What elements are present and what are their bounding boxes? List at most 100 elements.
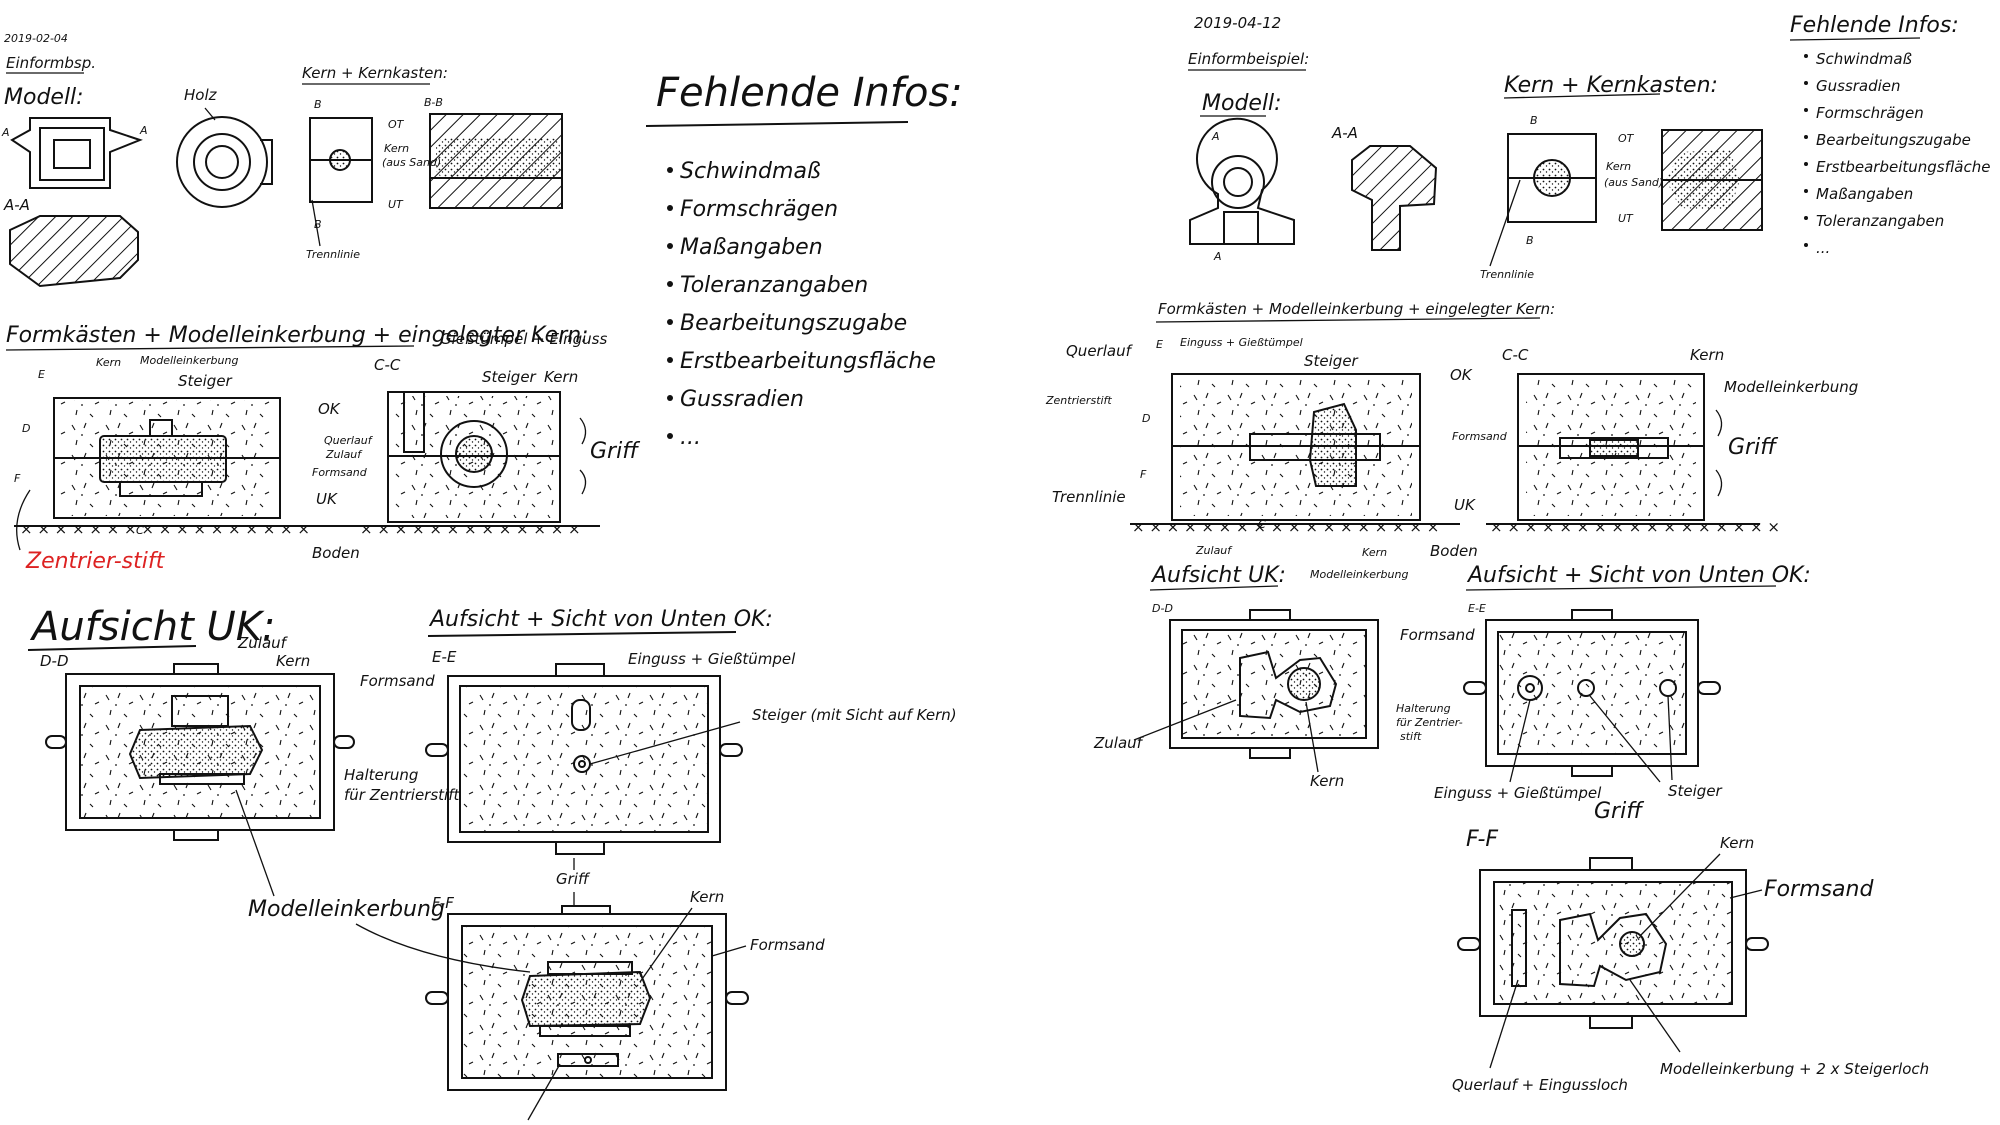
svg-text:B: B — [314, 98, 322, 111]
left-top-uk-modell: Modelleinkerbung — [248, 897, 445, 922]
right-top-uk-halterung2: für Zentrier- — [1396, 716, 1463, 729]
right-ff-kern: Kern — [1720, 834, 1754, 852]
left-flask-c: C — [136, 524, 144, 537]
bullet-icon — [667, 395, 673, 401]
left-top-ok-title: Aufsicht + Sicht von Unten OK: — [428, 607, 773, 632]
svg-text:A: A — [139, 124, 148, 137]
left-core-kern: Kern — [384, 142, 409, 155]
left-flask-ok: OK — [318, 400, 341, 418]
svg-text:A: A — [1211, 130, 1220, 143]
left-flask-zulauf: Zulauf — [325, 448, 363, 461]
right-top-ok: Aufsicht + Sicht von Unten OK: E-E Eingu… — [1434, 563, 1811, 824]
left-flask-steiger: Steiger — [178, 372, 233, 390]
right-core-title: Kern + Kernkasten: — [1504, 73, 1718, 98]
bullet-icon — [667, 243, 673, 249]
list-item: Maßangaben — [680, 235, 823, 260]
bullet-icon — [1804, 216, 1808, 220]
left-flask-querlauf: Querlauf — [324, 434, 374, 447]
right-section-cc: C-C — [1502, 346, 1529, 364]
right-core-kern: Kern — [1606, 160, 1631, 173]
left-flask-formsand: Formsand — [312, 466, 368, 479]
right-flask-uk: UK — [1454, 496, 1476, 514]
svg-text:B: B — [314, 218, 322, 231]
right-top-uk-kern: Kern — [1310, 772, 1344, 790]
left-wood-label: Holz — [184, 86, 218, 104]
bullet-icon — [667, 205, 673, 211]
bullet-icon — [667, 357, 673, 363]
right-core-box: Kern + Kernkasten: B B OT Kern (aus Sand… — [1480, 73, 1763, 281]
left-date: 2019-02-04 — [4, 32, 68, 45]
right-ff-formsand: Formsand — [1764, 877, 1874, 902]
left-top-uk-title: Aufsicht UK: — [29, 604, 275, 650]
right-flask-title: Formkästen + Modelleinkerbung + eingeleg… — [1158, 300, 1555, 318]
right-flask-kern: Kern — [1690, 346, 1724, 364]
bullet-icon — [667, 167, 673, 173]
left-model-drawing: A A Holz A-A — [1, 86, 273, 288]
left-flask-e: E — [38, 368, 45, 381]
left-top-uk-zulauf: Zulauf — [237, 634, 289, 652]
list-item: Gussradien — [680, 387, 804, 412]
bullet-icon — [1804, 54, 1808, 58]
svg-text:× × × × × × × × × × × × × × ×: × × × × × × × × × × × × × × × × × × — [1132, 518, 1439, 536]
left-core-ut: UT — [388, 198, 404, 211]
right-top-uk-title: Aufsicht UK: — [1150, 563, 1286, 588]
list-item: Schwindmaß — [1816, 50, 1912, 68]
right-flask-griff: Griff — [1728, 435, 1778, 460]
left-flask-steiger2: Steiger — [482, 368, 537, 386]
left-core-aussand: (aus Sand) — [382, 156, 441, 169]
svg-text:× × × × × × × × × × × × × × ×: × × × × × × × × × × × × × × × × × — [20, 520, 310, 538]
list-item: Formschrägen — [680, 197, 838, 222]
list-item: Gussradien — [1816, 77, 1901, 95]
right-flask-steiger: Steiger — [1304, 352, 1359, 370]
left-ff-kern: Kern — [690, 888, 724, 906]
bullet-icon — [667, 281, 673, 287]
right-flask-zulauf: Zulauf — [1195, 544, 1233, 557]
bullet-icon — [1804, 189, 1808, 193]
list-item: Schwindmaß — [680, 159, 821, 184]
right-top-uk-halterung: Halterung — [1396, 702, 1451, 715]
left-flask-griff: Griff — [590, 439, 640, 464]
missing-big-title: Fehlende Infos: — [656, 70, 963, 116]
right-subtitle: Einformbeispiel: — [1188, 50, 1309, 68]
left-core-box: Kern + Kernkasten: B B OT Kern (aus Sand… — [302, 64, 563, 261]
right-flask-querlauf: Querlauf — [1066, 342, 1134, 360]
right-top-uk: Aufsicht UK: D-D Formsand Halterung für … — [1093, 563, 1475, 790]
left-model-label: Modell: — [4, 85, 84, 110]
left-section-cc: C-C — [374, 356, 401, 374]
missing-small-title: Fehlende Infos: — [1790, 13, 1959, 38]
bullet-icon — [1804, 162, 1808, 166]
right-flask-ok: OK — [1450, 366, 1473, 384]
bullet-icon — [1804, 108, 1808, 112]
right-model-label: Modell: — [1202, 91, 1282, 116]
right-ff: F-F Kern Formsand Querlauf + Eingussloch… — [1452, 827, 1929, 1094]
right-flask-kern2: Kern — [1362, 546, 1387, 559]
left-flask-f: F — [14, 472, 21, 485]
right-flask-section: Formkästen + Modelleinkerbung + eingeleg… — [1045, 300, 1858, 581]
right-top-ok-einguss: Einguss + Gießtümpel — [1434, 784, 1602, 802]
list-item: Erstbearbeitungsfläche — [680, 349, 936, 374]
right-flask-f: F — [1140, 468, 1147, 481]
right-core-ut: UT — [1618, 212, 1634, 225]
right-flask-boden: Boden — [1430, 542, 1478, 560]
left-flask-d: D — [22, 422, 30, 435]
bullet-icon — [1804, 81, 1808, 85]
left-core-title: Kern + Kernkasten: — [302, 64, 448, 82]
left-top-ok-griff: Griff — [556, 870, 591, 888]
right-date: 2019-04-12 — [1194, 14, 1281, 32]
right-sketch: 2019-04-12 Einformbeispiel: Modell: A A … — [1045, 13, 1990, 1094]
left-flask-kern2: Kern — [544, 368, 578, 386]
right-flask-d: D — [1142, 412, 1150, 425]
left-flask-modelleinkerbung: Modelleinkerbung — [140, 354, 238, 367]
right-flask-e: E — [1156, 338, 1163, 351]
list-item: Toleranzangaben — [680, 273, 868, 298]
right-flask-zentrierstift: Zentrierstift — [1045, 394, 1112, 407]
right-ff-section: F-F — [1466, 827, 1498, 852]
right-top-uk-formsand: Formsand — [1400, 626, 1475, 644]
left-sketch: 2019-02-04 Einformbsp. Modell: A A Holz … — [1, 32, 963, 1121]
left-flask-kern: Kern — [96, 356, 121, 369]
missing-info-big: Fehlende Infos: SchwindmaßFormschrägenMa… — [645, 70, 963, 450]
right-core-trennlinie: Trennlinie — [1480, 268, 1534, 281]
right-top-uk-zulauf: Zulauf — [1093, 734, 1145, 752]
left-top-uk-formsand: Formsand — [360, 672, 435, 690]
